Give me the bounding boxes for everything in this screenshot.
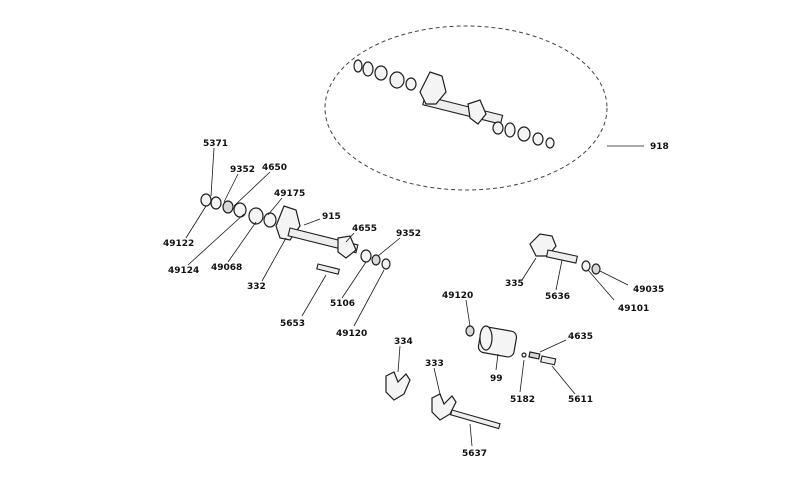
callout-49124: 49124 [168, 266, 199, 276]
assembly-gear [389, 71, 405, 89]
leader-5611 [551, 365, 576, 395]
part-5637-rod [449, 409, 501, 430]
drum-group [465, 325, 557, 366]
leader-49101 [587, 269, 615, 301]
leader-49120b [465, 299, 471, 327]
assembly-washer [353, 59, 363, 73]
assembly-shift-arm [419, 71, 447, 105]
leader-332 [261, 237, 287, 282]
callout-915: 915 [322, 212, 341, 222]
leader-5371 [210, 147, 215, 197]
callout-49120a: 49120 [336, 329, 367, 339]
leader-49124 [187, 213, 245, 266]
callout-4635: 4635 [568, 332, 593, 342]
callout-5371: 5371 [203, 139, 228, 149]
callout-335: 335 [505, 279, 524, 289]
part-5371 [210, 196, 222, 210]
leader-5637 [469, 423, 473, 447]
callout-9352a: 9352 [230, 165, 255, 175]
part-4635 [528, 351, 541, 360]
part-4650 [263, 212, 277, 228]
assembly-spring [517, 126, 531, 142]
callout-5611: 5611 [568, 395, 593, 405]
part-5611 [540, 355, 557, 366]
callout-4655: 4655 [352, 224, 377, 234]
fork-group [385, 371, 501, 430]
assembly-washer [545, 137, 555, 149]
leader-5636 [555, 259, 563, 291]
part-49068 [248, 207, 264, 225]
assembly-washer [532, 132, 544, 146]
callout-5106: 5106 [330, 299, 355, 309]
part-49122 [200, 193, 212, 207]
assembly-outline-ellipse [324, 25, 608, 191]
part-5106 [360, 249, 372, 263]
part-333-fork [431, 393, 457, 421]
leader-49120a [353, 269, 385, 327]
assembly-washer [492, 121, 504, 135]
callout-99: 99 [490, 374, 503, 384]
part-334-fork [385, 371, 411, 401]
part-49101 [581, 260, 591, 272]
part-49124 [233, 202, 247, 218]
right-arm-group [529, 233, 601, 275]
drum-end [479, 325, 493, 351]
assembly-washer [405, 77, 417, 91]
leader-4655 [345, 232, 355, 243]
part-49035 [591, 263, 601, 275]
callout-4650: 4650 [262, 163, 287, 173]
left-shaft-group [200, 193, 391, 275]
leader-49068 [227, 221, 257, 263]
leader-4635 [539, 339, 567, 353]
leader-49175 [267, 197, 283, 216]
callout-49175: 49175 [274, 189, 305, 199]
assembly-spring [374, 65, 388, 81]
callout-9352b: 9352 [396, 229, 421, 239]
leader-49035 [599, 270, 629, 286]
part-49120a [381, 258, 391, 270]
assembly-washer [504, 122, 516, 138]
leader-333 [433, 367, 441, 395]
part-5653 [316, 263, 341, 275]
callout-49122: 49122 [163, 239, 194, 249]
part-5182 [521, 352, 527, 358]
callout-5653: 5653 [280, 319, 305, 329]
leader-99 [495, 353, 499, 371]
callout-334: 334 [394, 337, 413, 347]
callout-5182: 5182 [510, 395, 535, 405]
leader-49122 [185, 205, 207, 239]
part-9352b [371, 254, 381, 266]
leader-335 [521, 257, 537, 281]
callout-49101: 49101 [618, 304, 649, 314]
callout-49035: 49035 [633, 285, 664, 295]
leader-334 [397, 345, 401, 373]
assembly-918 [324, 25, 644, 191]
part-5636 [545, 249, 578, 264]
leader-5182 [519, 359, 525, 393]
callout-5637: 5637 [462, 449, 487, 459]
leader-915 [303, 218, 321, 226]
callout-918: 918 [650, 142, 669, 152]
callout-49120b: 49120 [442, 291, 473, 301]
callout-5636: 5636 [545, 292, 570, 302]
part-49120b [465, 325, 475, 337]
part-9352 [222, 200, 234, 214]
assembly-fork [467, 99, 487, 125]
leader-4650 [233, 171, 271, 207]
callout-332: 332 [247, 282, 266, 292]
leader-5653 [301, 274, 327, 317]
leader-9352b [377, 237, 401, 257]
leader-5106 [341, 261, 367, 299]
leader-9352a [223, 173, 239, 203]
part-4655 [337, 235, 357, 259]
callout-333: 333 [425, 359, 444, 369]
callout-49068: 49068 [211, 263, 242, 273]
assembly-washer [362, 61, 374, 77]
